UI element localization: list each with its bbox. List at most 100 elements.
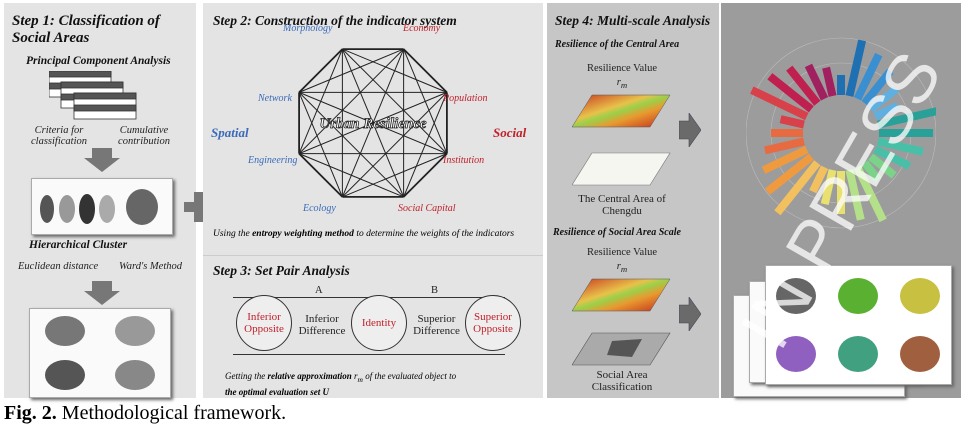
- cluster-label: Hierarchical Cluster: [29, 239, 128, 251]
- resilience-value-label: Resilience Value: [586, 63, 658, 74]
- cluster-result-maps-image: [29, 308, 171, 398]
- central-area-heading: Resilience of the Central Area: [555, 39, 680, 50]
- cluster-maps-image: [31, 178, 173, 235]
- radial-bar: [873, 102, 900, 121]
- divider: [203, 255, 543, 256]
- district-map: [776, 336, 816, 372]
- relative-approximation-text: Getting the relative approximation rm of…: [225, 370, 535, 398]
- b-label: B: [431, 285, 439, 296]
- rm-label: rm: [577, 77, 667, 90]
- cumulative-label: Cumulative contribution: [118, 125, 170, 147]
- radial-bar: [750, 86, 809, 121]
- indicator-link: [342, 92, 448, 198]
- pca-label: Principal Component Analysis: [26, 55, 171, 67]
- district-map: [838, 336, 878, 372]
- radial-bar: [861, 160, 882, 183]
- entropy-post: to determine the weights of the indicato…: [353, 229, 515, 239]
- radial-bar: [779, 115, 805, 129]
- indicator-label: Economy: [403, 23, 441, 34]
- district-map: [900, 278, 940, 314]
- ward-label: Ward's Method: [119, 261, 183, 272]
- getting-sym: r: [351, 371, 358, 381]
- getting-post: of the evaluated object to: [362, 371, 457, 381]
- identity-node: Identity: [351, 295, 407, 351]
- indicator-label: Morphology: [283, 23, 333, 34]
- indicator-label: Ecology: [303, 203, 336, 214]
- rm-label-2: rm: [577, 261, 667, 274]
- radial-bar: [853, 165, 887, 223]
- central-area-label: The Central Area of Chengdu: [578, 193, 666, 217]
- resilience-map-layer-2: [572, 278, 671, 312]
- entropy-bold: entropy weighting method: [252, 229, 354, 239]
- getting-bold: relative approximation: [267, 371, 352, 381]
- resilience-value-label-2: Resilience Value: [586, 247, 658, 258]
- step1-title: Step 1: Classification of Social Areas: [12, 13, 160, 46]
- radial-bar: [853, 52, 883, 101]
- a-label: A: [315, 285, 323, 296]
- indicator-link: [298, 152, 344, 198]
- indicator-link: [402, 152, 448, 198]
- indicator-link: [298, 153, 404, 198]
- indicator-label: Institution: [443, 155, 485, 166]
- indicator-link: [402, 48, 448, 94]
- resilience-map-layer: [572, 94, 671, 128]
- indicator-link: [298, 48, 344, 94]
- criteria-label: Criteria for classification: [31, 125, 87, 147]
- radial-bar: [786, 65, 821, 106]
- radial-bar: [774, 160, 821, 216]
- radial-bar: [764, 137, 805, 155]
- radial-bar: [765, 153, 814, 195]
- step2-title: Step 2: Construction of the indicator sy…: [213, 13, 457, 28]
- inferior-opposite-node: Inferior Opposite: [236, 295, 292, 351]
- central-area-map-layer: [572, 152, 671, 186]
- plus-icon: [184, 192, 214, 222]
- superior-difference-label: Superior Difference: [413, 313, 460, 337]
- radial-bar: [820, 169, 837, 206]
- step2-panel: Step 2: Construction of the indicator sy…: [203, 3, 543, 398]
- radial-bar: [767, 73, 814, 113]
- indicator-link: [298, 92, 404, 198]
- radial-bar: [822, 66, 837, 97]
- radial-bar: [809, 165, 829, 194]
- figure-caption: Fig. 2. Methodological framework.: [4, 402, 286, 425]
- urban-resilience-label: Urban Resilience: [319, 116, 426, 132]
- euclid-label: Euclidean distance: [18, 261, 99, 272]
- arrow-down-icon: [84, 281, 120, 305]
- social-area-map-layer: [572, 332, 671, 366]
- getting-line2: the optimal evaluation set U: [225, 386, 330, 397]
- radial-bar-chart: [746, 37, 936, 229]
- indicator-link: [298, 92, 343, 198]
- step3-title: Step 3: Set Pair Analysis: [213, 263, 350, 278]
- step1-panel: Step 1: Classification of Social Areas P…: [4, 3, 196, 398]
- indicator-octagon: Urban Resilience: [298, 48, 448, 198]
- arrow-down-icon: [84, 148, 120, 172]
- indicator-label: Social Capital: [398, 203, 456, 214]
- step4-panel: Step 4: Multi-scale Analysis Resilience …: [547, 3, 719, 398]
- rm-symbol-2: r: [616, 261, 621, 272]
- caption-label: Fig. 2.: [4, 402, 57, 424]
- indicator-link: [342, 48, 448, 154]
- inferior-difference-label: Inferior Difference: [298, 313, 346, 337]
- indicator-link: [342, 153, 448, 198]
- social-area-classification-label: Social Area Classification: [591, 369, 653, 393]
- radial-bar: [877, 107, 936, 129]
- entropy-text: Using the entropy weighting method to de…: [213, 229, 533, 240]
- getting-sub: m: [357, 374, 363, 384]
- table-stack-icon: [49, 71, 137, 120]
- district-map: [838, 278, 878, 314]
- spatial-label: Spatial: [211, 125, 249, 140]
- grid-ring: [746, 37, 936, 229]
- indicator-link: [298, 48, 404, 93]
- indicator-label: Population: [443, 93, 488, 104]
- district-map: [900, 336, 940, 372]
- indicator-link: [298, 48, 404, 154]
- district-map: [776, 278, 816, 314]
- indicator-link: [298, 91, 448, 155]
- indicator-label: Engineering: [248, 155, 298, 166]
- rm-sub: m: [620, 80, 628, 91]
- radial-bar: [845, 39, 867, 97]
- rm-sub-2: m: [620, 264, 628, 275]
- step4-title: Step 4: Multi-scale Analysis: [555, 13, 711, 28]
- arrow-right-icon: [679, 113, 701, 147]
- radial-bar: [873, 145, 912, 170]
